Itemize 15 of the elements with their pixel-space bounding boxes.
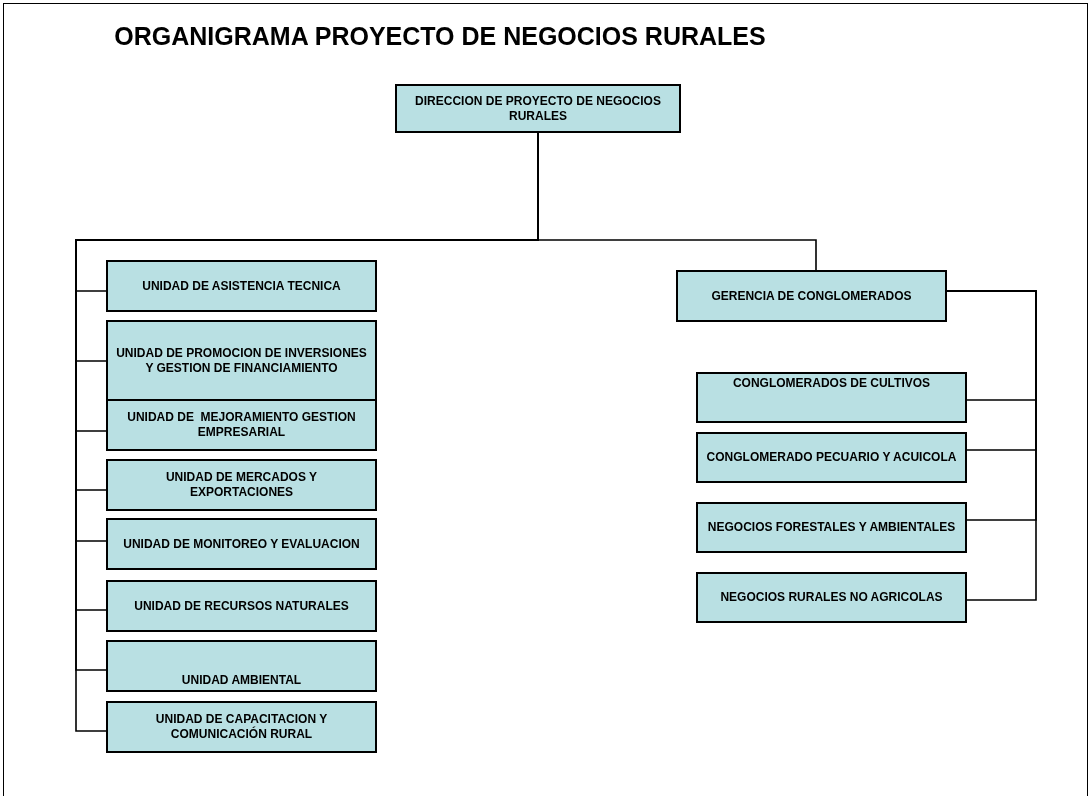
unit-box: NEGOCIOS FORESTALES Y AMBIENTALES (696, 502, 967, 553)
unit-box: UNIDAD DE MONITOREO Y EVALUACION (106, 518, 377, 570)
unit-box: UNIDAD AMBIENTAL (106, 640, 377, 692)
director-box: DIRECCION DE PROYECTO DE NEGOCIOS RURALES (395, 84, 681, 133)
unit-box: UNIDAD DE PROMOCION DE INVERSIONES Y GESTION DE FINANCIAMIENTO (106, 320, 377, 401)
unit-box: UNIDAD DE MEJORAMIENTO GESTION EMPRESARIAL (106, 399, 377, 451)
unit-box: NEGOCIOS RURALES NO AGRICOLAS (696, 572, 967, 623)
unit-box: UNIDAD DE MERCADOS Y EXPORTACIONES (106, 459, 377, 511)
unit-box: UNIDAD DE CAPACITACION Y COMUNICACIÓN RURAL (106, 701, 377, 753)
unit-box: UNIDAD DE RECURSOS NATURALES (106, 580, 377, 632)
unit-box: CONGLOMERADOS DE CULTIVOS (696, 372, 967, 423)
unit-box: CONGLOMERADO PECUARIO Y ACUICOLA (696, 432, 967, 483)
unit-box: UNIDAD DE ASISTENCIA TECNICA (106, 260, 377, 312)
unit-box: GERENCIA DE CONGLOMERADOS (676, 270, 947, 322)
chart-title: ORGANIGRAMA PROYECTO DE NEGOCIOS RURALES (113, 22, 767, 51)
